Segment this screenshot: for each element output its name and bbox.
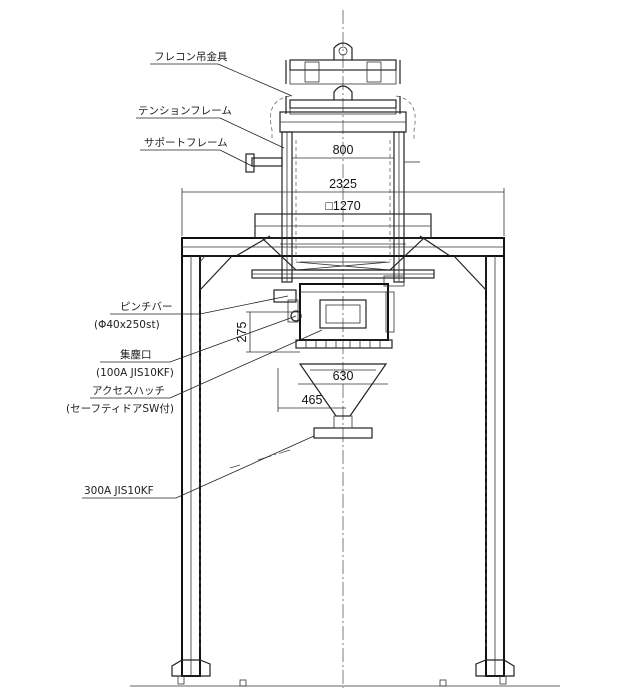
- dim-630: 630: [333, 369, 354, 383]
- discharge-body: [273, 275, 405, 439]
- dim-275: 275: [235, 322, 249, 343]
- main-frame: [130, 235, 560, 687]
- flecon-hanger: [285, 42, 401, 115]
- support-platform: [251, 213, 435, 279]
- label-flecon-hanger: フレコン吊金具: [154, 50, 228, 63]
- dim-465: 465: [302, 393, 323, 407]
- label-support-frame: サポートフレーム: [144, 137, 228, 149]
- label-pinch-bar-spec: (Φ40x250st): [94, 319, 160, 331]
- label-tension-frame: テンションフレーム: [138, 105, 232, 117]
- label-pinch-bar: ピンチバー: [120, 301, 173, 313]
- dim-2325: 2325: [329, 177, 357, 191]
- leader-lines: [82, 63, 323, 499]
- label-outlet: 300A JIS10KF: [84, 485, 154, 497]
- tension-frame: [245, 95, 420, 283]
- dim-1270: □1270: [325, 199, 360, 213]
- label-dust-port-spec: (100A JIS10KF): [96, 367, 174, 379]
- label-access-hatch-spec: (セーフティドアSW付): [66, 402, 174, 415]
- callout-labels: フレコン吊金具 テンションフレーム サポートフレーム ピンチバー (Φ40x25…: [66, 50, 232, 497]
- flange-bolts: [305, 340, 381, 348]
- dim-800: 800: [333, 143, 354, 157]
- label-access-hatch: アクセスハッチ: [92, 385, 165, 397]
- label-dust-port: 集塵口: [120, 348, 152, 361]
